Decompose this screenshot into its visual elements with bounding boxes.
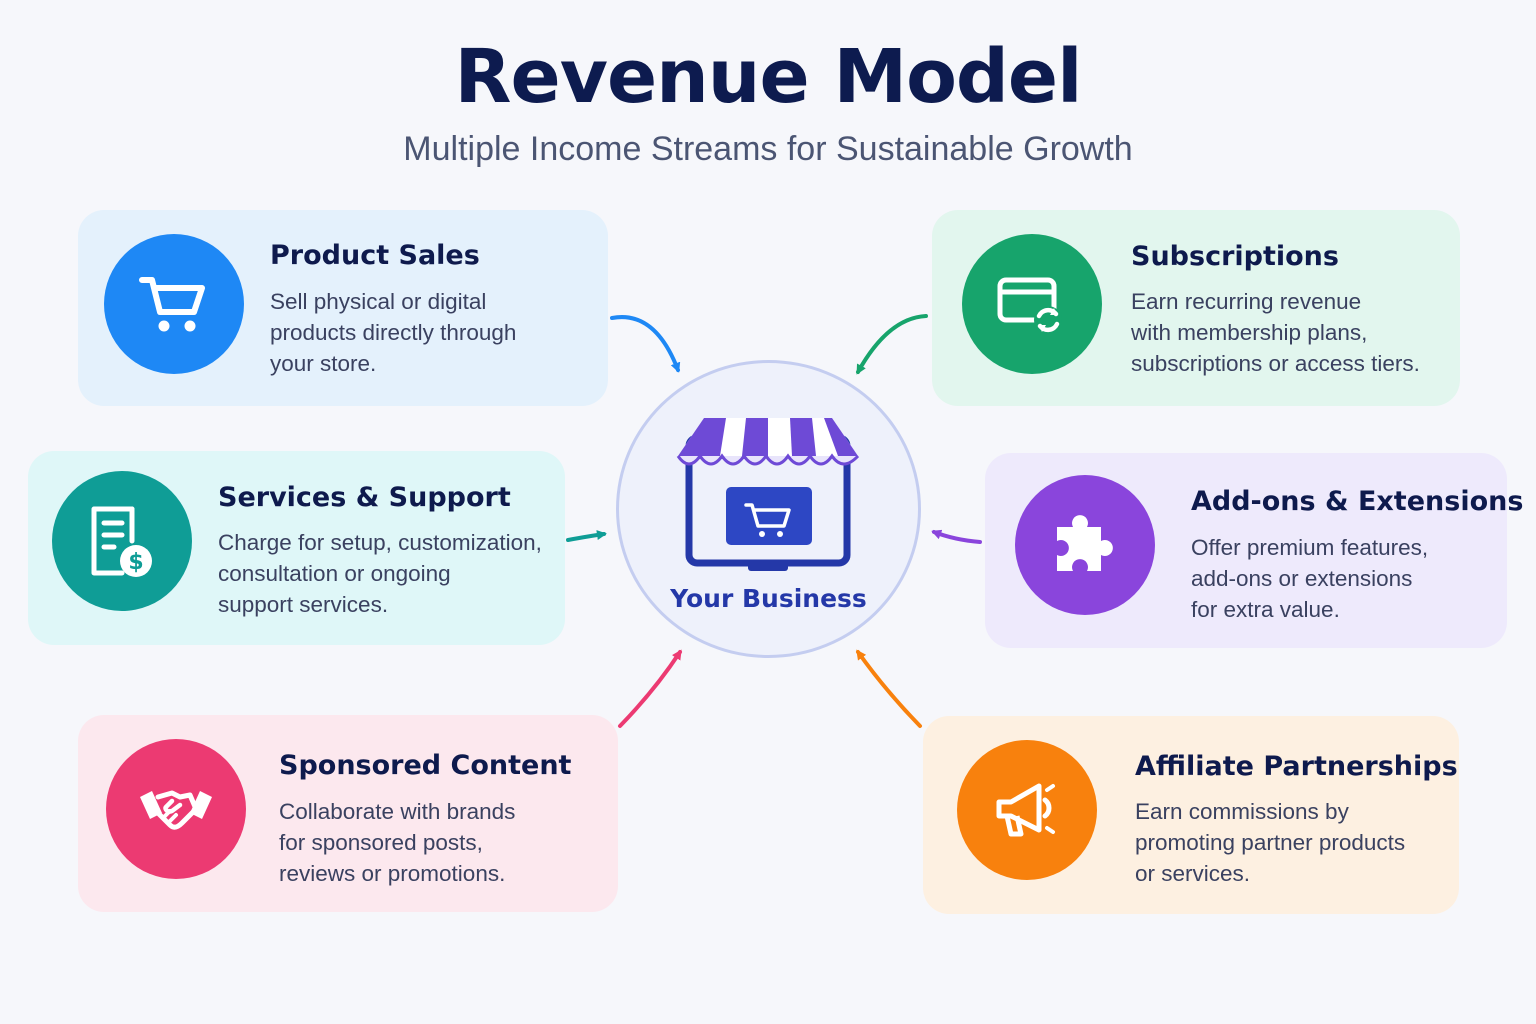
page-title: Revenue Model	[454, 34, 1083, 120]
card-title: Product Sales	[270, 240, 480, 271]
svg-text:$: $	[128, 550, 143, 575]
card-description: Earn commissions by promoting partner pr…	[1135, 799, 1406, 886]
card-description: Collaborate with brands for sponsored po…	[279, 799, 516, 886]
card-product-sales: Product Sales Sell physical or digital p…	[78, 210, 608, 406]
storefront-icon	[676, 418, 860, 571]
card-title: Services & Support	[218, 482, 511, 513]
card-description: Sell physical or digital products direct…	[270, 289, 517, 376]
card-subscriptions: Subscriptions Earn recurring revenue wit…	[932, 210, 1460, 406]
card-title: Add-ons & Extensions	[1191, 486, 1524, 517]
arrow-sponsored-content	[618, 649, 682, 728]
card-services-support: $ Services & Support Charge for setup, c…	[28, 451, 565, 645]
arrow-services-support	[566, 530, 607, 542]
hub-label: Your Business	[670, 584, 867, 613]
card-title: Affiliate Partnerships	[1135, 751, 1458, 782]
handshake-icon	[140, 790, 212, 830]
card-description: Charge for setup, customization, consult…	[218, 530, 542, 617]
arrow-add-ons	[931, 529, 982, 544]
shopping-cart-icon	[139, 277, 205, 332]
invoice-dollar-icon: $	[91, 506, 152, 577]
hub-circle	[616, 360, 921, 658]
arrow-product-sales	[610, 315, 681, 373]
card-description: Earn recurring revenue with membership p…	[1131, 289, 1420, 376]
card-add-ons-extensions: Add-ons & Extensions Offer premium featu…	[985, 453, 1523, 648]
arrow-subscriptions	[856, 314, 928, 375]
recurring-card-icon	[997, 277, 1062, 334]
arrow-affiliate	[856, 649, 922, 728]
puzzle-piece-icon	[1057, 515, 1113, 571]
card-title: Sponsored Content	[279, 750, 572, 781]
page-subtitle: Multiple Income Streams for Sustainable …	[403, 130, 1133, 168]
card-title: Subscriptions	[1131, 241, 1339, 272]
megaphone-icon	[996, 783, 1055, 837]
card-affiliate-partnerships: Affiliate Partnerships Earn commissions …	[923, 716, 1459, 914]
card-description: Offer premium features, add-ons or exten…	[1191, 535, 1429, 622]
card-sponsored-content: Sponsored Content Collaborate with brand…	[78, 715, 618, 912]
